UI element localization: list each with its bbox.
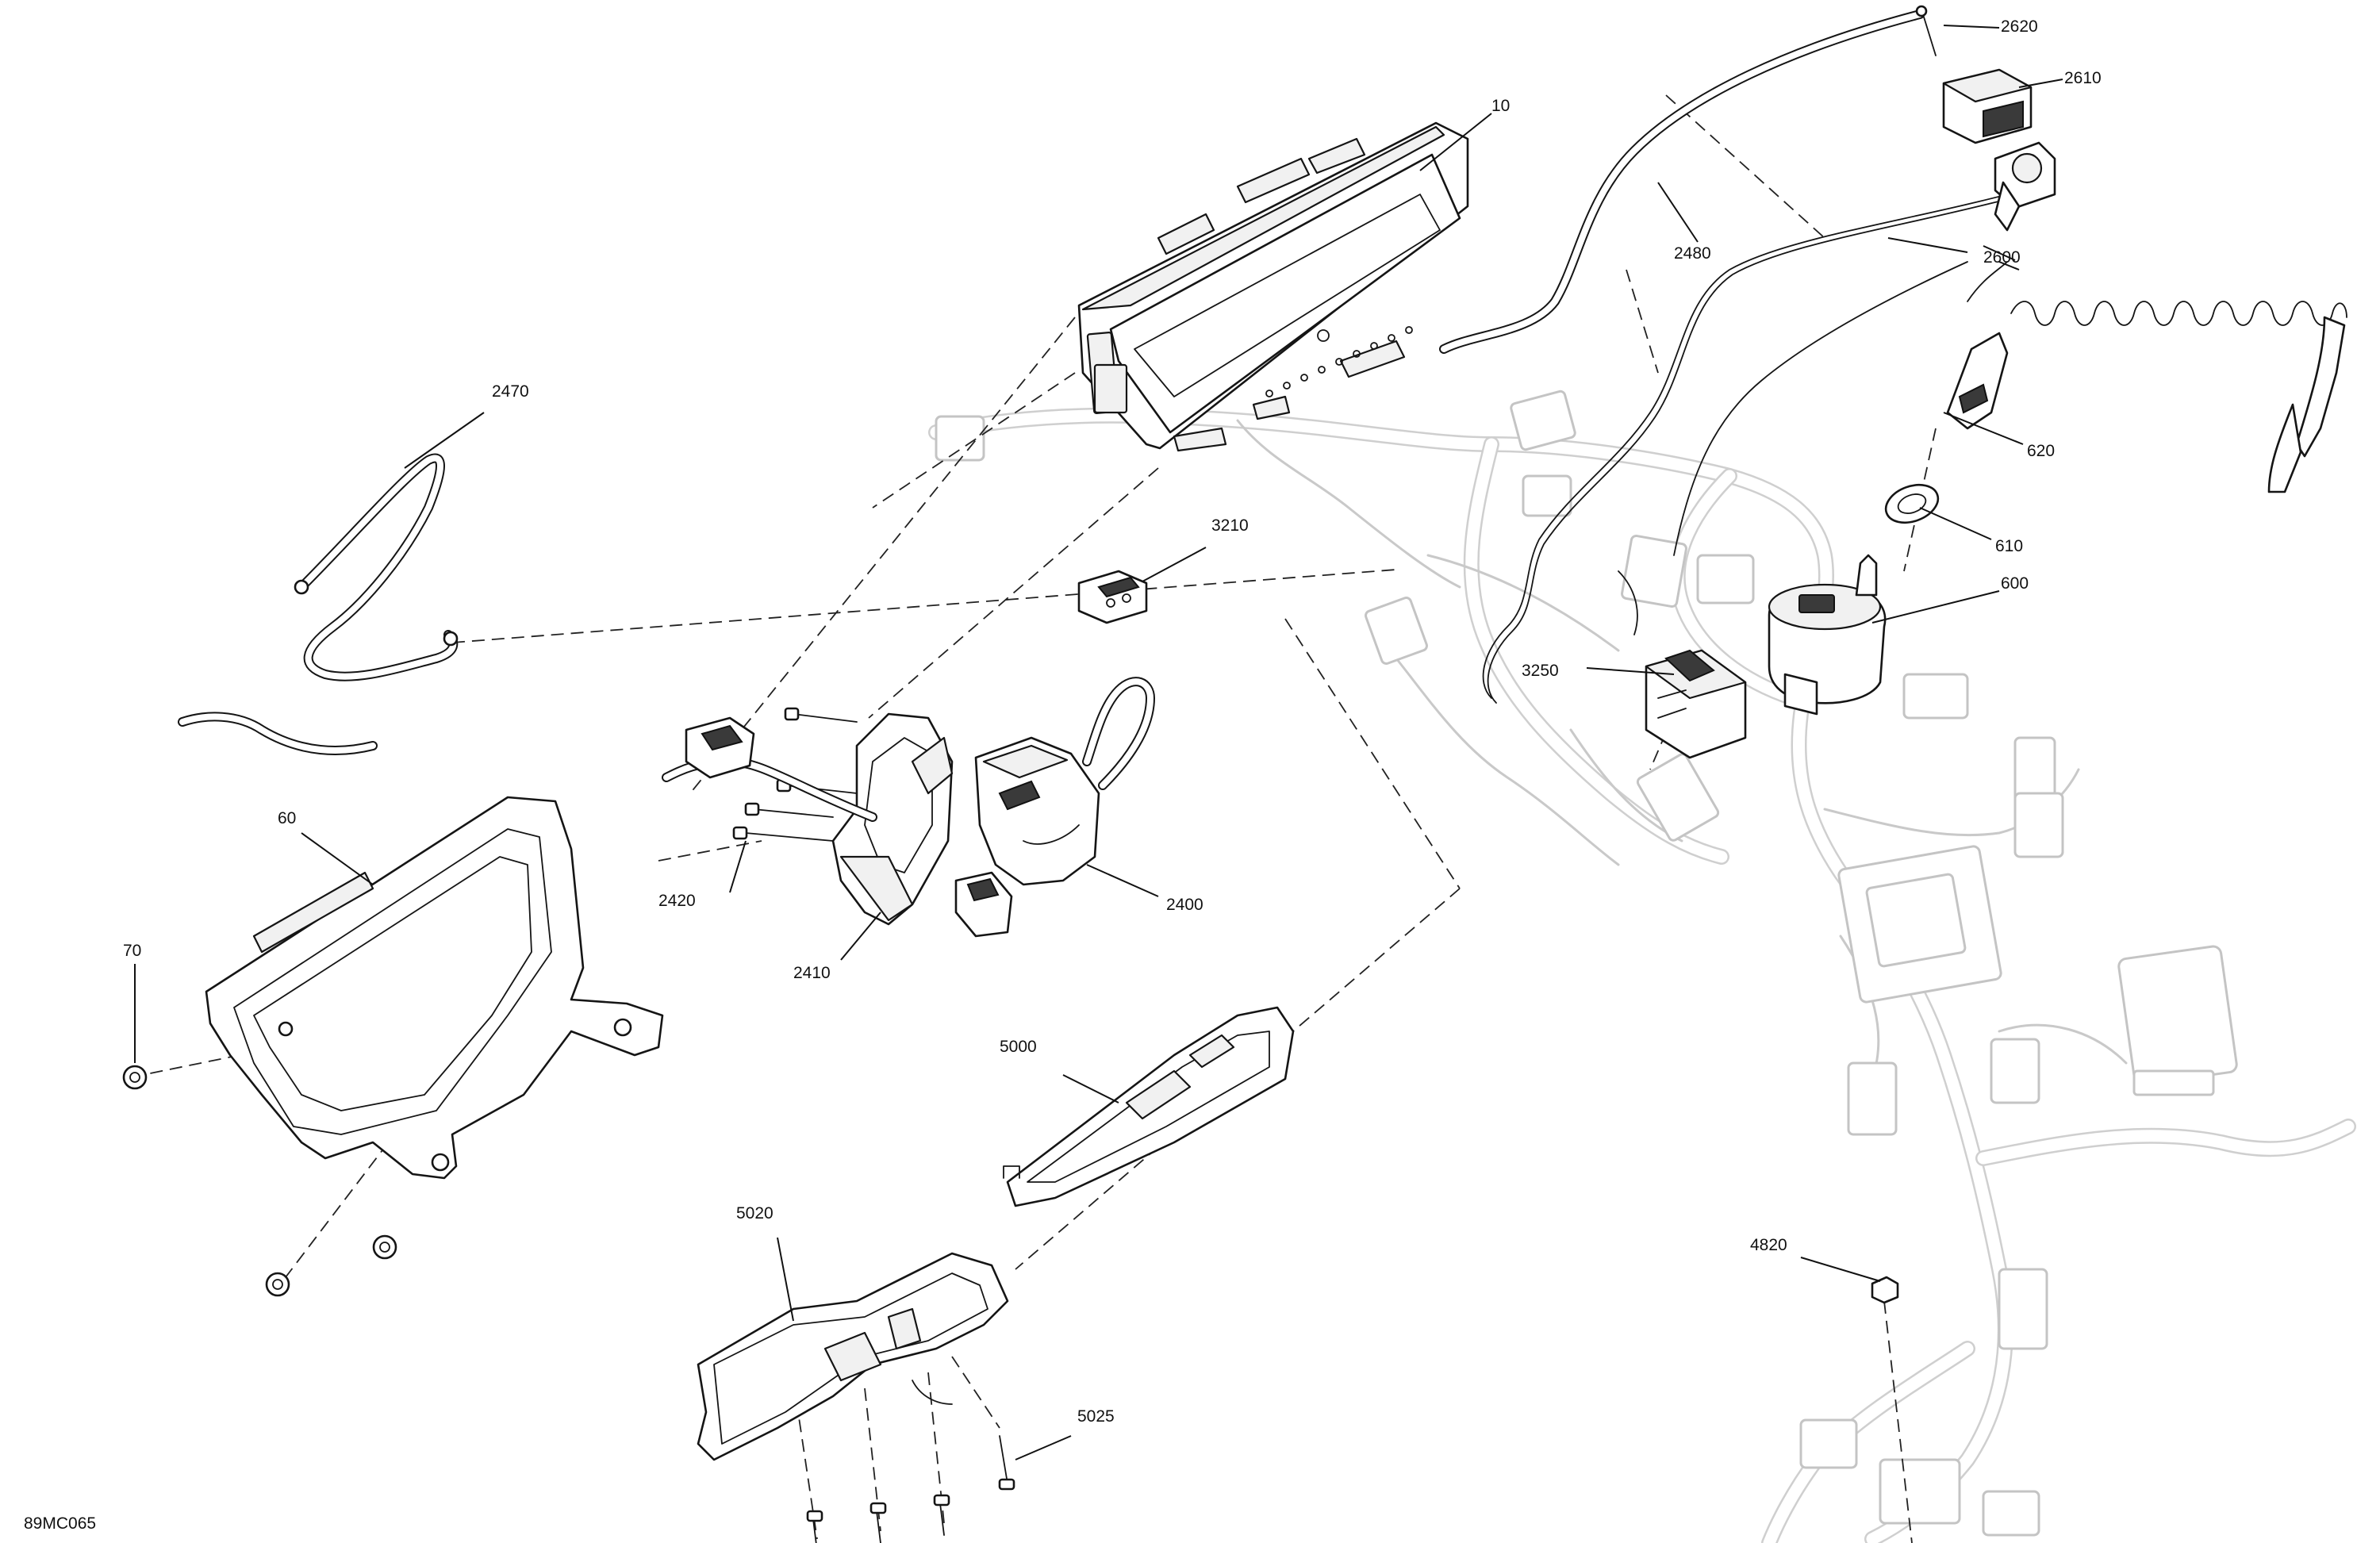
callout-3210: 3210 — [1211, 516, 1249, 535]
coiled-lanyard-620 — [1946, 261, 2347, 493]
switch-3250 — [1645, 649, 1747, 759]
callout-5025: 5025 — [1077, 1407, 1115, 1426]
screws-2420 — [732, 707, 858, 842]
switch-housing-2410 — [831, 712, 954, 926]
switch-assembly-2400 — [662, 677, 1155, 938]
ignition-switch-600 — [1768, 554, 1887, 716]
screws-5025 — [806, 1435, 1015, 1543]
nut-610 — [1884, 483, 1940, 524]
callout-labels: 10 2620 2610 2480 2600 2470 620 610 600 … — [24, 17, 2102, 1533]
drawing-code: 89MC065 — [24, 1514, 96, 1533]
pin-2620 — [1915, 5, 1937, 56]
ghost-wiring-harness — [928, 390, 2356, 1543]
wire-2600 — [1482, 190, 2024, 704]
callout-2400: 2400 — [1166, 896, 1203, 914]
callout-2480: 2480 — [1674, 244, 1711, 263]
nut-4820 — [1871, 1276, 1899, 1304]
callout-2620: 2620 — [2001, 17, 2038, 36]
callout-2410: 2410 — [793, 964, 831, 982]
callout-2610: 2610 — [2064, 69, 2102, 87]
indicator-icons — [1265, 326, 1413, 397]
bracket-60 — [205, 796, 664, 1180]
callout-2420: 2420 — [658, 892, 696, 910]
callout-620: 620 — [2027, 442, 2055, 460]
lanyard-switch-connector — [1994, 141, 2056, 232]
lower-cover-5020 — [697, 1252, 1009, 1461]
callout-4820: 4820 — [1750, 1236, 1787, 1254]
callout-2600: 2600 — [1983, 248, 2021, 267]
hose-2470 — [178, 453, 459, 755]
instrument-cluster — [1077, 121, 1469, 452]
callout-5000: 5000 — [1000, 1038, 1037, 1056]
wire-2480 — [1439, 10, 1925, 354]
callout-610: 610 — [1995, 537, 2023, 555]
callout-10: 10 — [1491, 97, 1510, 115]
callout-70: 70 — [123, 942, 141, 960]
callout-600: 600 — [2001, 574, 2029, 593]
cover-5000 — [1003, 1006, 1295, 1207]
callout-2470: 2470 — [492, 382, 529, 401]
switch-2610 — [1942, 68, 2033, 144]
callout-60: 60 — [278, 809, 296, 827]
connector-3210 — [1077, 570, 1148, 624]
screws-70 — [122, 1065, 397, 1297]
callout-5020: 5020 — [736, 1204, 774, 1223]
coil — [2010, 301, 2347, 326]
leader-lines — [134, 25, 2063, 1460]
callout-3250: 3250 — [1522, 662, 1559, 680]
